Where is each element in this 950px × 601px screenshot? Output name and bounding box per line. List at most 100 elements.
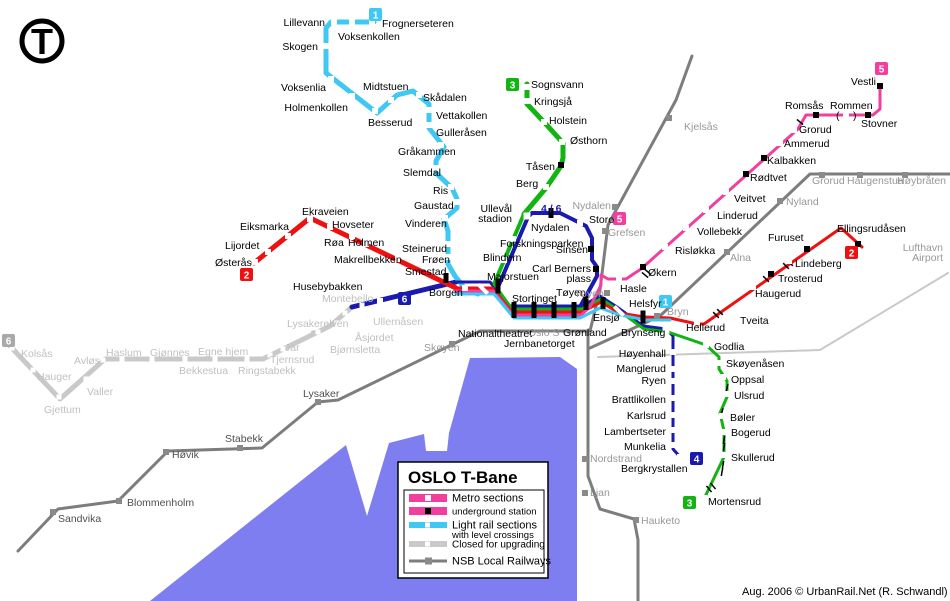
station-marker: [541, 119, 547, 125]
station-marker: [426, 122, 432, 128]
map-label: Valler: [87, 386, 114, 398]
line1-holmenkollen: [323, 19, 481, 297]
map-label: Sinsen: [556, 244, 588, 256]
underground-station-marker: [443, 273, 449, 283]
station-marker: [182, 356, 188, 362]
map-label: Røa: [324, 237, 344, 249]
map-label: Nyland: [786, 196, 819, 208]
nsb-station-marker: [604, 290, 610, 296]
map-label: Furuset: [768, 232, 804, 244]
station-markers: [9, 19, 908, 523]
station-marker: [30, 367, 36, 373]
svg-text:3: 3: [687, 499, 693, 510]
station-marker: [433, 165, 439, 171]
station-marker: [670, 366, 676, 372]
ring-blue: [496, 211, 599, 307]
map-label: Frognerseteren: [382, 18, 454, 30]
underground-station-marker: [531, 302, 537, 318]
map-label: Blommenholm: [127, 497, 194, 509]
station-marker: [445, 254, 451, 260]
nsb-station-marker: [857, 172, 863, 178]
station-marker: [523, 212, 531, 220]
underground-station-marker: [511, 302, 517, 318]
nsb-station-marker: [163, 449, 169, 455]
station-marker: [670, 395, 676, 401]
map-label: Lambertseter: [604, 426, 666, 438]
nsb-station-marker: [449, 341, 455, 347]
map-label: Haslum: [106, 347, 142, 359]
underground-station-marker: [583, 296, 589, 310]
station-marker: [267, 352, 273, 358]
map-label: Romsås: [785, 100, 824, 112]
map-label: Rødtvet: [750, 172, 787, 184]
station-marker: [724, 391, 730, 397]
map-label: Stabekk: [225, 433, 264, 445]
nsb-drammen-line: [16, 329, 592, 553]
underground-station-marker: [768, 271, 774, 277]
map-label: Bekkestua: [179, 365, 228, 377]
svg-text:2: 2: [244, 271, 250, 282]
map-label: Egne hjem: [198, 346, 248, 358]
legend-title: OSLO T-Bane: [408, 468, 518, 487]
station-marker: [683, 225, 689, 231]
underground-station-marker: [640, 310, 646, 324]
crossing-tick: [762, 275, 770, 283]
crossing-tick: [476, 282, 490, 296]
map-label: Bøler: [730, 412, 756, 424]
map-label: Ammerud: [784, 138, 830, 150]
map-label: Skøyen: [424, 342, 460, 354]
copyright-note: Aug. 2006 © UrbanRail.Net (R. Schwandl): [742, 586, 948, 598]
map-label: Gulleråsen: [436, 127, 487, 139]
station-marker: [395, 256, 401, 262]
map-label: Ris: [433, 185, 448, 197]
legend-sub-label: with level crossings: [451, 530, 534, 541]
map-label: Lindeberg: [795, 258, 842, 270]
map-label: Ullevål: [480, 203, 512, 215]
map-label: Eiksmarka: [240, 221, 289, 233]
station-marker: [119, 356, 125, 362]
station-marker: [720, 374, 726, 380]
map-label: Majorstuen: [487, 271, 539, 283]
map-label: Høvik: [172, 449, 200, 461]
nsb-east-line: [588, 172, 950, 350]
station-marker: [791, 127, 797, 133]
map-label: Bergkrystallen: [621, 463, 688, 475]
map-label: Montebello: [322, 293, 374, 305]
crossing-tick: [725, 383, 729, 393]
map-label: Lufthavn: [903, 242, 943, 254]
station-marker: [786, 258, 792, 264]
map-label: Lillevann: [284, 17, 326, 29]
station-marker: [100, 357, 106, 363]
map-label: Besserud: [368, 117, 413, 129]
crossing-tick: [722, 435, 726, 445]
station-marker: [843, 112, 849, 118]
nsb-south-line: [586, 329, 640, 601]
svg-text:6: 6: [402, 295, 408, 306]
station-marker: [721, 452, 727, 458]
map-label: Gjettum: [44, 404, 81, 416]
map-label: Nydalen: [531, 222, 570, 234]
station-marker: [777, 140, 783, 146]
map-label: Alna: [730, 252, 751, 264]
line-badge-5: 5: [875, 62, 888, 76]
map-label: Brynseng: [621, 327, 666, 339]
nsb-station-marker: [819, 172, 825, 178]
station-marker: [703, 207, 709, 213]
underground-station-marker: [804, 246, 810, 252]
map-label: Grorud: [812, 175, 845, 187]
map-label: Bjørnsletta: [330, 344, 380, 356]
map-label: Ryen: [641, 375, 666, 387]
station-marker: [442, 215, 448, 221]
map-label: Karlsrud: [627, 410, 666, 422]
map-label: Brattlikollen: [612, 394, 666, 406]
crossing-tick: [712, 311, 720, 319]
map-label: 4 / 6: [541, 203, 562, 215]
legend-row-metro-open: Metro sections: [409, 493, 524, 505]
station-marker: [285, 233, 291, 239]
map-label: Grorud: [799, 124, 832, 136]
station-marker: [723, 189, 729, 195]
map-label: Gaustad: [414, 200, 454, 212]
map-label: Blindern: [483, 252, 522, 264]
map-label: Ringstabekk: [238, 365, 297, 377]
map-label: Helsfyr: [629, 298, 662, 310]
